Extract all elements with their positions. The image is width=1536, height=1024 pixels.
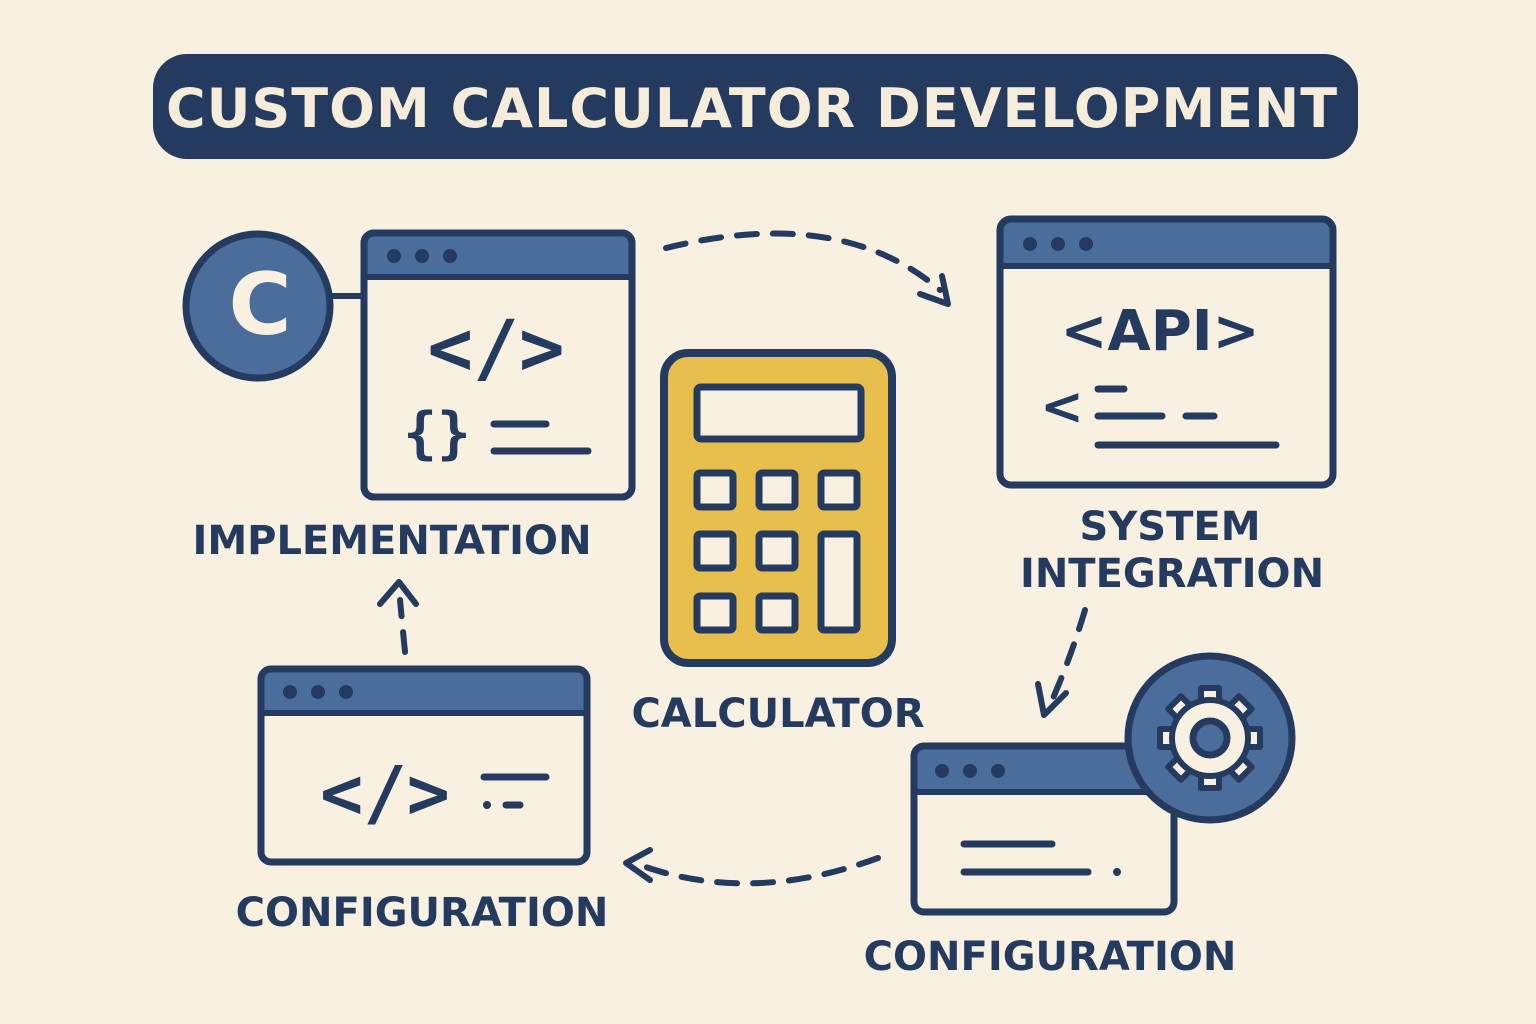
- node-configuration-left: </> CONFIGURATION: [236, 665, 609, 936]
- braces-implementation: {}: [403, 401, 470, 466]
- title-banner: CUSTOM CALCULATOR DEVELOPMENT: [153, 54, 1358, 159]
- label-system-integration-line2: INTEGRATION: [1020, 551, 1324, 597]
- connector-integration-to-configuration: [1035, 607, 1088, 718]
- calculator-icon: [660, 349, 896, 667]
- gear-icon: [1157, 685, 1263, 791]
- node-system-integration: <API> < SYSTEM INTEGRATION: [996, 215, 1337, 597]
- config-window-left: </>: [257, 665, 591, 866]
- c-badge: C: [182, 230, 334, 382]
- label-configuration-right: CONFIGURATION: [864, 934, 1237, 980]
- diagram-title: CUSTOM CALCULATOR DEVELOPMENT: [166, 77, 1338, 140]
- api-arrow-glyph: <: [1040, 377, 1084, 437]
- connector-configuration-to-configuration: [623, 847, 881, 887]
- config-window-right: [910, 742, 1178, 916]
- code-tag-implementation: </>: [427, 303, 564, 392]
- code-tag-configuration-left: </>: [320, 751, 450, 835]
- api-window: <API> <: [996, 215, 1337, 489]
- node-implementation: C </> {} IMPLEMENTATION: [182, 229, 636, 564]
- label-system-integration-line1: SYSTEM: [1080, 504, 1261, 550]
- api-tag: <API>: [1060, 299, 1259, 364]
- label-configuration-left: CONFIGURATION: [236, 890, 609, 936]
- node-calculator: CALCULATOR: [631, 349, 925, 737]
- label-implementation: IMPLEMENTATION: [192, 518, 591, 564]
- connector-implementation-to-integration: [663, 230, 951, 307]
- connector-configuration-to-implementation: [377, 579, 419, 655]
- gear-badge: [1124, 652, 1296, 824]
- label-calculator: CALCULATOR: [631, 691, 924, 737]
- code-window-implementation: </> {}: [360, 229, 636, 501]
- node-configuration-right: CONFIGURATION: [864, 652, 1296, 980]
- c-badge-letter: C: [228, 255, 291, 355]
